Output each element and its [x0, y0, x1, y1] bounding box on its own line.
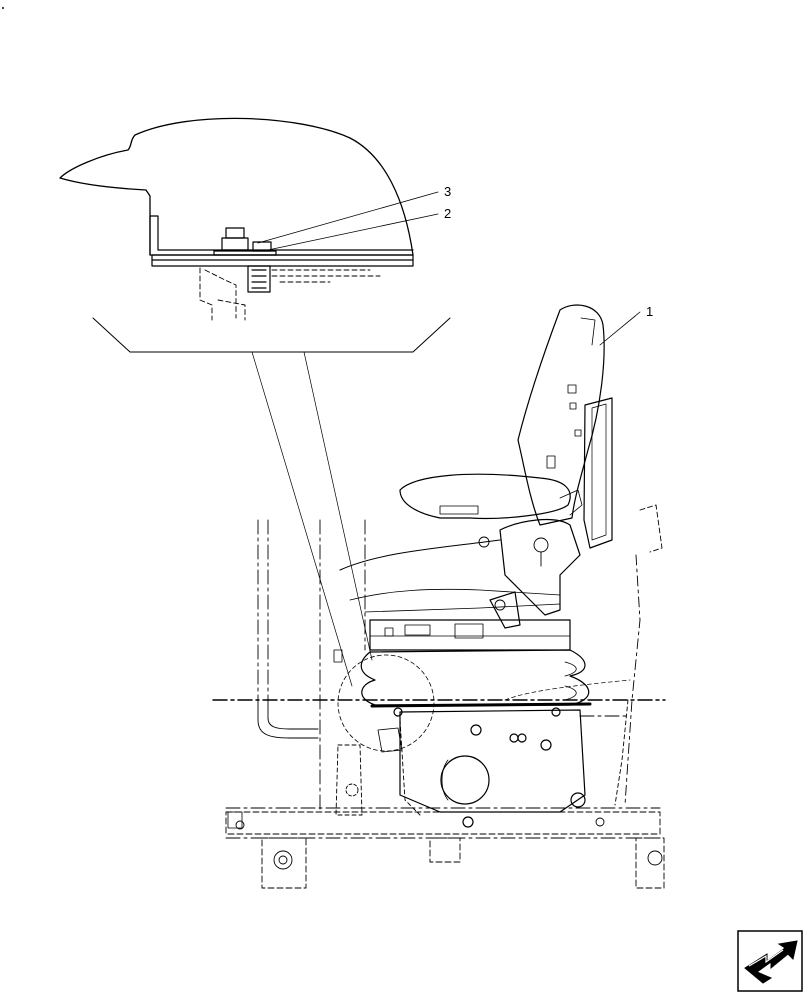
seat-backrest: [517, 304, 605, 526]
callout-label-3: 3: [444, 184, 451, 199]
frame-pipe: [257, 699, 319, 739]
detail-fastener: [213, 227, 277, 293]
detail-lower-frame: [199, 267, 381, 321]
callout-label-2: 2: [444, 206, 451, 221]
seat-lever: [489, 591, 521, 629]
leader-line-3: [257, 191, 439, 244]
seat-assembly: [337, 304, 613, 828]
magnify-leader-left: [251, 351, 353, 687]
leader-line-2: [267, 213, 439, 251]
machine-frame: [212, 504, 666, 889]
callout-label-1: 1: [646, 304, 653, 319]
seat-base-housing: [399, 709, 586, 813]
frame-post-center: [429, 837, 461, 863]
seat-cushion: [399, 473, 571, 520]
seat-slide-rail: [369, 619, 571, 651]
frame-post-right: [635, 837, 665, 889]
detail-frame-trapezoid: [92, 317, 451, 353]
seat-suspension-bracket: [499, 519, 581, 616]
seat-bellows: [360, 649, 590, 706]
detail-cushion-outline: [59, 117, 414, 256]
leader-line-1: [599, 311, 641, 346]
nav-arrow-button[interactable]: [737, 930, 803, 992]
arrow-icon: [737, 930, 803, 992]
seat-armrest: [583, 397, 613, 549]
detail-magnify-circle: [337, 654, 435, 752]
magnify-leader-right: [303, 351, 373, 661]
detail-bracket: [149, 215, 414, 256]
base-housing-opening: [440, 755, 490, 805]
detail-inset: [59, 117, 451, 687]
frame-post-left: [261, 837, 307, 889]
